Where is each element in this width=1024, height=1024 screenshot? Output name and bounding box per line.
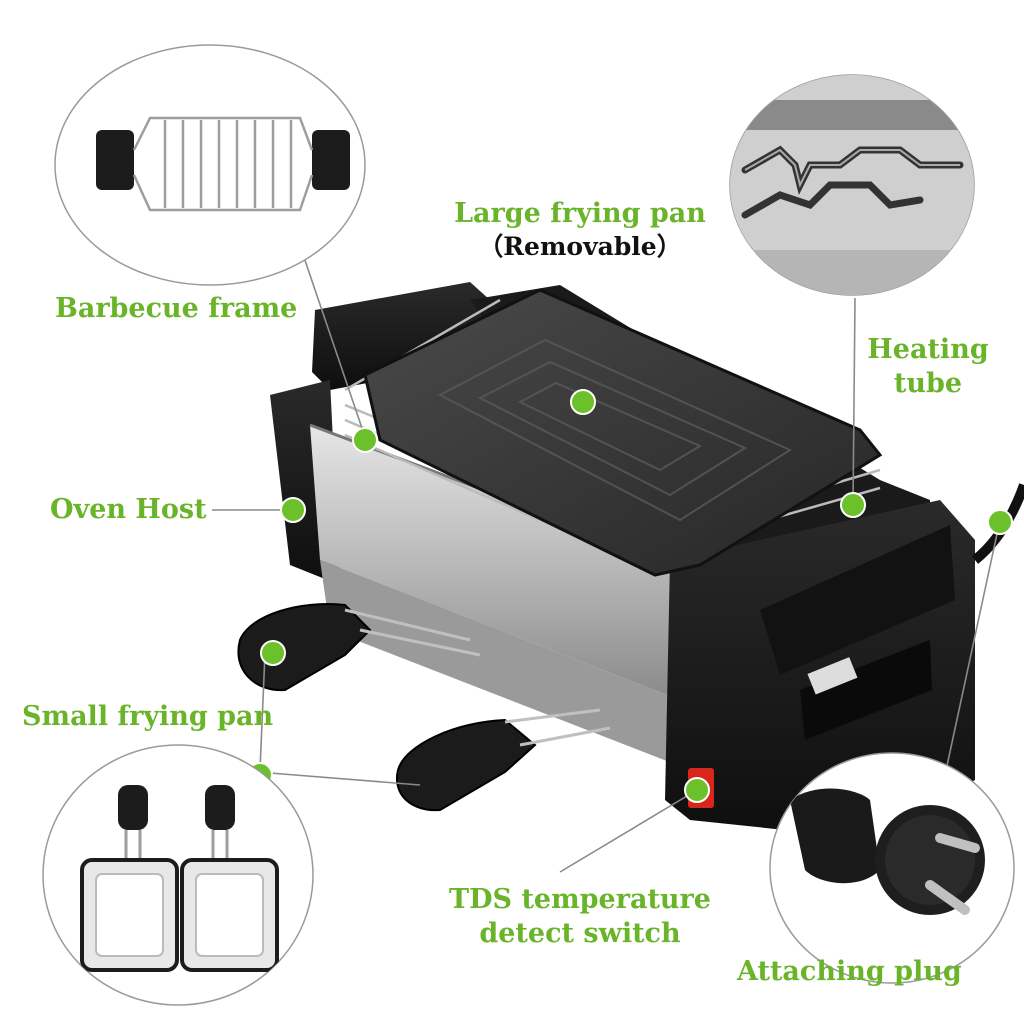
label-heating-tube: Heating tube (858, 333, 998, 401)
large-pan-note: （Removable） (478, 231, 682, 261)
label-oven-host: Oven Host (50, 494, 207, 525)
dot-barbecue-frame (352, 427, 378, 453)
heating-tube-line1: Heating (867, 334, 989, 365)
dot-heating-tube (840, 492, 866, 518)
callout-dots (247, 389, 1013, 803)
heating-tube-photo (729, 74, 975, 296)
heating-tube-line2: tube (893, 367, 963, 399)
dot-large-pan (570, 389, 596, 415)
dot-small-pan-1 (260, 640, 286, 666)
label-small-pan: Small frying pan (22, 701, 274, 732)
dot-tds-switch (684, 777, 710, 803)
tds-line1: TDS temperature (449, 884, 711, 915)
label-plug: Attaching plug (737, 956, 962, 987)
label-barbecue-frame: Barbecue frame (55, 293, 298, 324)
plug-photo (769, 752, 1015, 984)
tds-line2: detect switch (479, 917, 681, 949)
small-pans-photo (42, 744, 314, 1006)
label-large-pan: Large frying pan （Removable） (390, 197, 770, 262)
dot-oven-host (280, 497, 306, 523)
dot-plug (987, 509, 1013, 535)
label-tds-switch: TDS temperature detect switch (430, 883, 730, 951)
barbecue-frame-photo (54, 44, 366, 286)
large-pan-title: Large frying pan (454, 198, 706, 229)
